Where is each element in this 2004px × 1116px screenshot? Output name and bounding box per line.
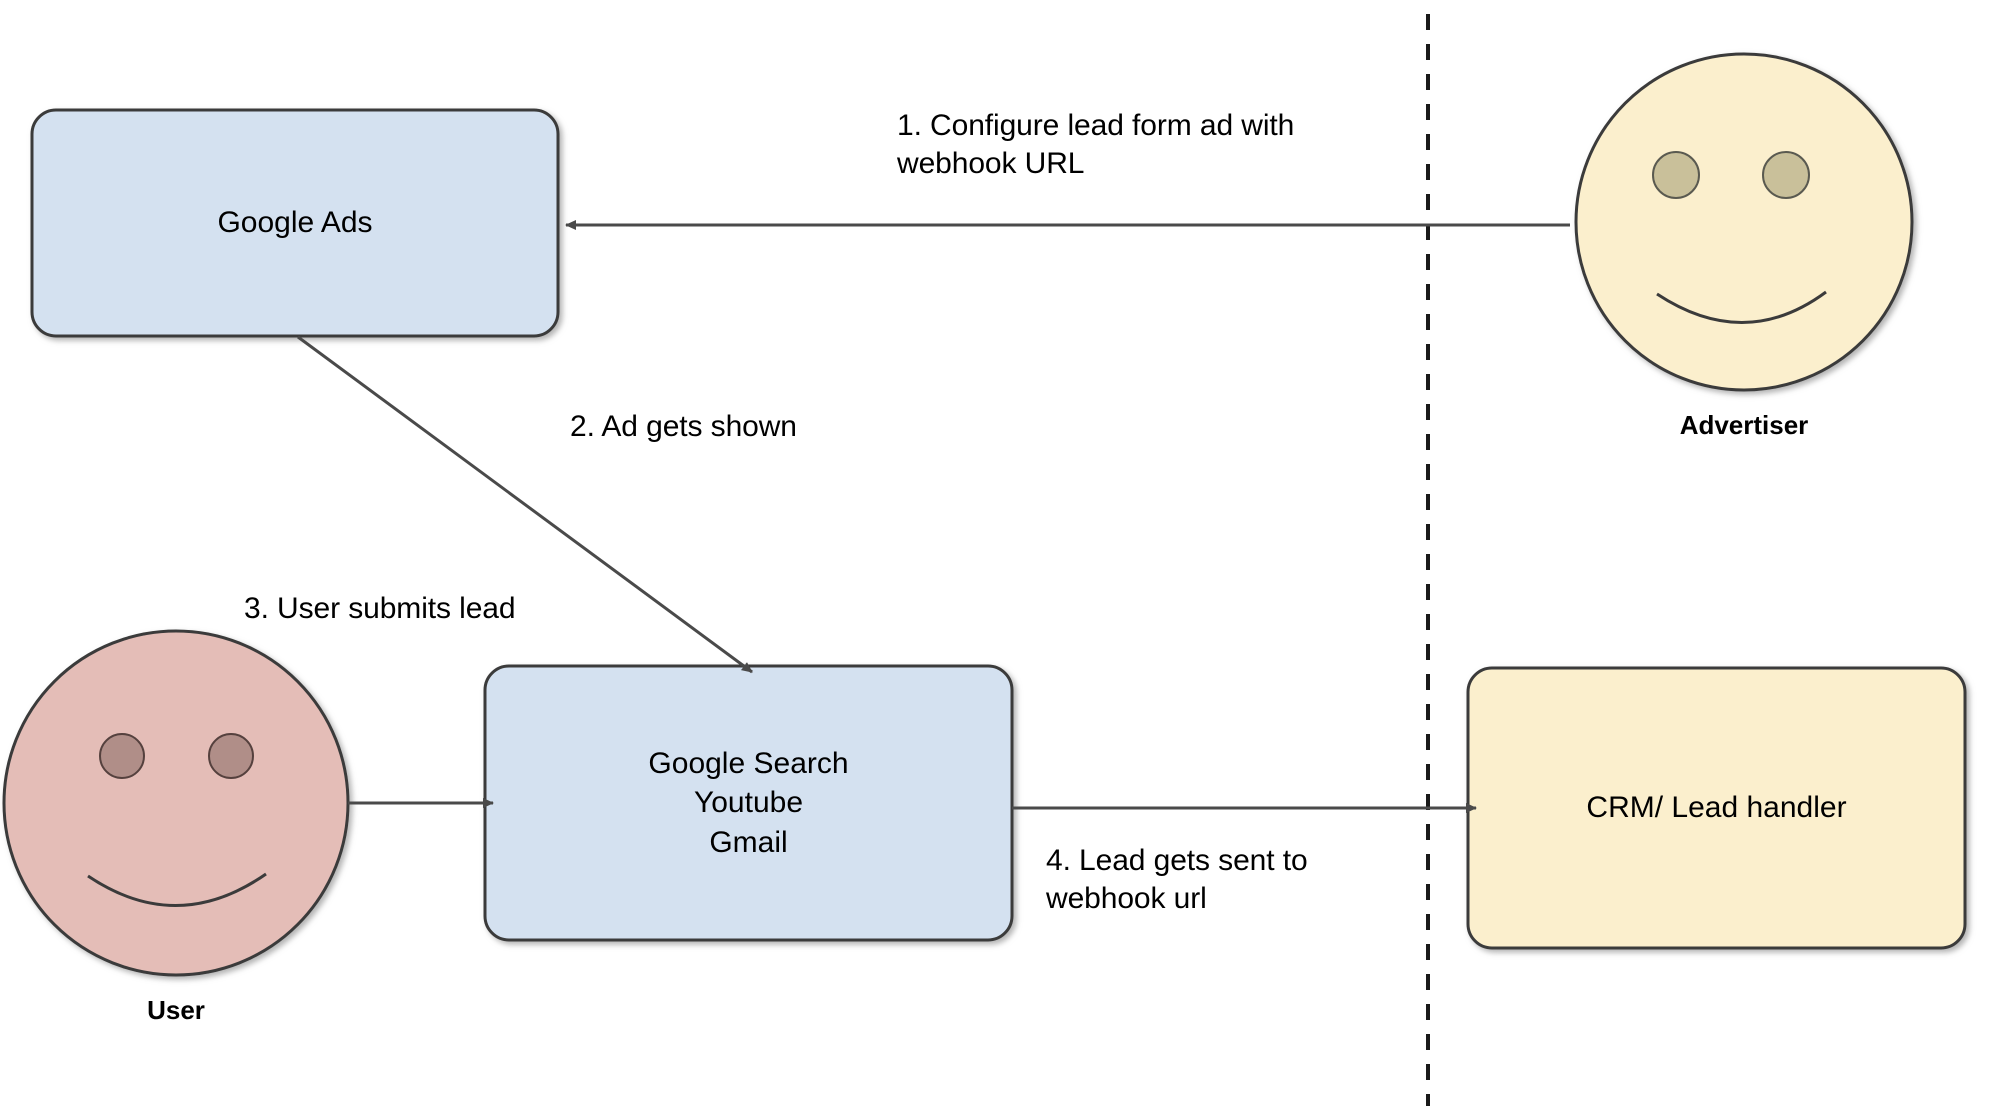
actor-user[interactable]: [2, 629, 350, 977]
actor-user-caption: User: [147, 995, 205, 1025]
node-google-surfaces-label: Google Search Youtube Gmail: [648, 746, 849, 859]
node-crm-lead-handler-label: CRM/ Lead handler: [1586, 791, 1847, 825]
edge-step-1-label: 1. Configure lead form ad with webhook U…: [897, 109, 1295, 181]
user-smile: [87, 872, 267, 907]
advertiser-right-eye: [1762, 151, 1810, 199]
user-left-eye: [99, 733, 145, 779]
advertiser-left-eye: [1652, 151, 1700, 199]
edge-step-3-label: 3. User submits lead: [244, 592, 516, 625]
actor-advertiser-caption: Advertiser: [1679, 410, 1809, 440]
actor-advertiser[interactable]: [1574, 52, 1914, 392]
edge-step-2: [297, 335, 753, 674]
user-right-eye: [208, 733, 254, 779]
edge-step-2-label: 2. Ad gets shown: [570, 410, 797, 443]
node-google-ads[interactable]: [30, 108, 560, 338]
edge-step-4-label: 4. Lead gets sent to webhook url: [1046, 844, 1308, 916]
node-google-ads-label: Google Ads: [217, 206, 373, 240]
advertiser-smile: [1656, 290, 1827, 324]
